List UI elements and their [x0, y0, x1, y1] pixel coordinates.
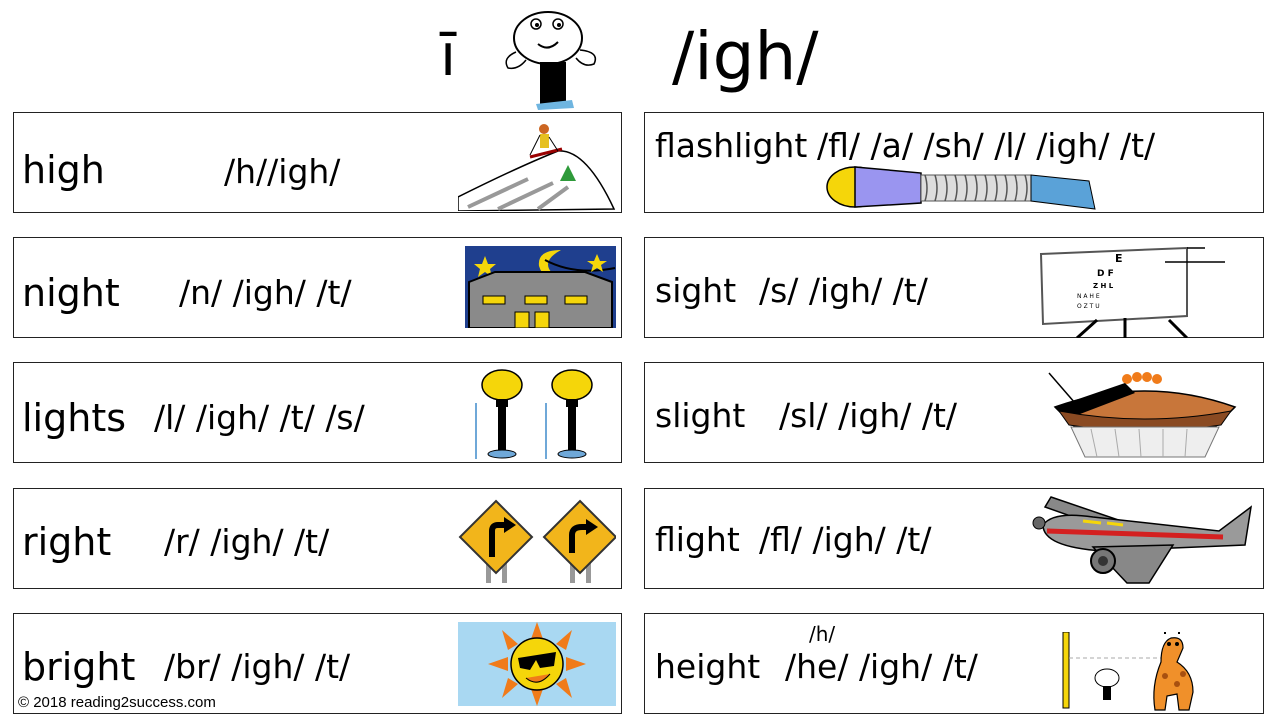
word-card-right: right /r/ /igh/ /t/ [13, 488, 622, 589]
height-chart-giraffe-icon [1062, 632, 1194, 711]
header-letter: ī [440, 21, 457, 89]
sound-breakdown: /r/ /igh/ /t/ [164, 522, 330, 561]
chart-row: D F [1097, 269, 1114, 279]
house-at-night-icon [465, 246, 616, 328]
word: sight [655, 271, 737, 310]
sound-breakdown: /br/ /igh/ /t/ [164, 647, 351, 686]
mascot-icon [505, 11, 597, 110]
sound-breakdown: /fl/ /a/ /sh/ /l/ /igh/ /t/ [817, 126, 1156, 165]
chart-row: Z H L [1093, 282, 1114, 290]
sun-with-sunglasses-icon [458, 622, 616, 706]
word-card-high: high /h//igh/ [13, 112, 622, 213]
sound-breakdown: /n/ /igh/ /t/ [179, 273, 352, 312]
eye-chart-icon: E D F Z H L N A H E O Z T U [1039, 246, 1225, 338]
copyright-notice: © 2018 reading2success.com [18, 694, 216, 711]
sound-breakdown: /he/ /igh/ /t/ [785, 647, 978, 686]
sound-breakdown: /s/ /igh/ /t/ [759, 271, 928, 310]
pie-slice-icon [1048, 372, 1237, 458]
sound-breakdown: /h//igh/ [224, 152, 341, 191]
word-card-sight: sight /s/ /igh/ /t/ E D F Z H L N A H E … [644, 237, 1264, 338]
word: high [22, 148, 105, 192]
word: slight [655, 396, 746, 435]
airplane-icon [1032, 496, 1253, 584]
sound-breakdown: /fl/ /igh/ /t/ [759, 520, 932, 559]
word-card-height: /h/ height /he/ /igh/ /t/ [644, 613, 1264, 714]
word: height [655, 647, 761, 686]
chart-row: E [1115, 252, 1123, 265]
word-card-lights: lights /l/ /igh/ /t/ /s/ [13, 362, 622, 463]
word: bright [22, 645, 136, 689]
word-card-bright: bright /br/ /igh/ /t/ [13, 613, 622, 714]
word-card-slight: slight /sl/ /igh/ /t/ [644, 362, 1264, 463]
skier-on-hill-icon [458, 124, 616, 211]
sound-breakdown: /sl/ /igh/ /t/ [779, 396, 958, 435]
word: lights [22, 396, 127, 440]
word-card-night: night /n/ /igh/ /t/ [13, 237, 622, 338]
sound-breakdown: /l/ /igh/ /t/ /s/ [154, 398, 365, 437]
alternate-spelling-note: /h/ [809, 622, 836, 646]
word-card-flight: flight /fl/ /igh/ /t/ [644, 488, 1264, 589]
word: flight [655, 520, 740, 559]
flashlight-icon [826, 166, 1096, 210]
word: right [22, 520, 112, 564]
word-card-flashlight: flashlight /fl/ /a/ /sh/ /l/ /igh/ /t/ [644, 112, 1264, 213]
chart-row: N A H E [1077, 293, 1100, 300]
chart-row: O Z T U [1077, 303, 1100, 310]
street-lamps-icon [475, 369, 593, 459]
word: flashlight [655, 126, 808, 165]
right-turn-signs-icon [458, 499, 616, 583]
header-sound: /igh/ [672, 18, 819, 95]
word: night [22, 271, 120, 315]
